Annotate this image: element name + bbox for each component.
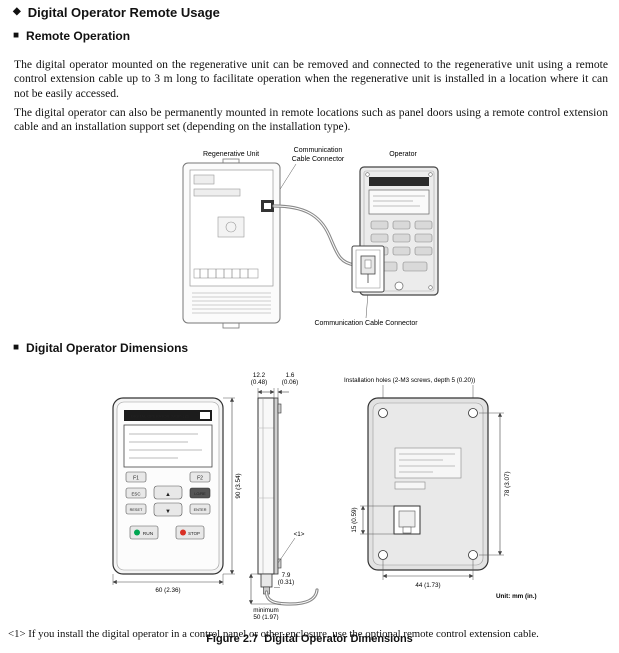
back-view: Installation holes (2-M3 screws, depth 5…: [344, 377, 537, 600]
key-reset: [125, 503, 147, 515]
front-height-dimension: 90 (3.54): [235, 473, 242, 498]
side-depth-dimension-value: 12.2: [253, 372, 266, 379]
key-run-label: RUN: [143, 531, 154, 537]
operator-header-bar: [124, 410, 212, 421]
key-lore: [189, 487, 211, 499]
run-indicator-icon: [134, 529, 140, 536]
remote-operation-paragraph-1: The digital operator mounted on the rege…: [14, 57, 608, 101]
key-stop: [175, 525, 205, 540]
minimum-clearance-value: 50 (1.97): [253, 614, 278, 620]
key-f2: [189, 471, 211, 483]
extension-cable: [272, 204, 357, 267]
key-reset-label: RESET: [130, 508, 143, 512]
key-run: [129, 525, 159, 540]
comm-cable-connector-bottom-label: Communication Cable Connector: [314, 320, 418, 327]
comm-cable-connector-top-label-line1: Communication: [294, 147, 343, 154]
mounting-hole-top-left: [378, 408, 388, 418]
dimensions-heading: ■ Digital Operator Dimensions: [13, 341, 188, 355]
key-f1-label: F1: [133, 476, 139, 482]
key-f2-label: F2: [197, 476, 203, 482]
page-title: ◆ Digital Operator Remote Usage: [13, 5, 220, 20]
operator-comm-connector-detail: [351, 245, 385, 293]
regenerative-unit-drawing: [182, 158, 281, 329]
operator-display: [123, 424, 213, 468]
up-arrow-icon: ▲: [165, 492, 171, 498]
side-connector: [260, 573, 273, 588]
down-arrow-icon: ▼: [165, 509, 171, 515]
key-esc-label: ESC: [131, 491, 140, 496]
mounting-hole-bottom-left: [378, 550, 388, 560]
side-panel-dimension-value: 1.6: [286, 372, 295, 379]
connector-depth-dimension-inches: (0.31): [278, 579, 294, 586]
side-panel-dimension-inches: (0.06): [282, 379, 298, 386]
minimum-clearance-label: minimum: [253, 607, 279, 614]
installation-holes-label: Installation holes (2-M3 screws, depth 5…: [344, 377, 475, 384]
connector-depth-dimension-value: 7.9: [282, 572, 291, 579]
remote-operation-heading: ■ Remote Operation: [13, 29, 130, 43]
key-up: [153, 485, 183, 500]
footnote: <1> If you install the digital operator …: [8, 627, 539, 640]
side-view: 12.2 (0.48) 1.6 (0.06) <1> 7.9 (0.31) mi…: [248, 372, 319, 620]
dimensions-diagram: DIGITAL OPERATOR JVOP-180 F1 F2 ESC ▲ LO…: [112, 372, 537, 620]
page-title-text: Digital Operator Remote Usage: [27, 5, 220, 20]
operator-label: Operator: [389, 151, 417, 158]
remote-usage-diagram: Regenerative Unit Communication Cable Co…: [182, 147, 439, 329]
front-width-dimension: 60 (2.36): [155, 587, 180, 594]
mounting-hole-bottom-right: [468, 550, 478, 560]
comm-cable-connector-top-label-line2: Cable Connector: [292, 156, 345, 163]
dimensions-heading-text: Digital Operator Dimensions: [26, 341, 189, 355]
mounting-hole-top-right: [468, 408, 478, 418]
figure-caption: Figure 2.7 Digital Operator Dimensions: [206, 633, 413, 645]
key-lore-label: LO/RE: [194, 492, 206, 496]
key-f1: [125, 471, 147, 483]
operator-header-text: DIGITAL OPERATOR JVOP-180: [131, 414, 190, 419]
regenerative-unit-label: Regenerative Unit: [203, 151, 259, 158]
footnote-reference: <1>: [294, 531, 305, 538]
key-stop-label: STOP: [188, 531, 200, 536]
key-down: [153, 502, 183, 517]
front-view: DIGITAL OPERATOR JVOP-180 F1 F2 ESC ▲ LO…: [112, 397, 242, 594]
nameplate-label: [394, 447, 462, 479]
diamond-bullet-icon: ◆: [13, 6, 21, 17]
back-connector-dimension: 15 (0.59): [351, 507, 358, 532]
back-width-dimension: 44 (1.73): [415, 582, 440, 589]
leader-line-bottom: [365, 292, 369, 319]
stop-indicator-icon: [180, 529, 186, 536]
key-esc: [125, 487, 147, 499]
key-enter-label: ENTER: [194, 508, 207, 512]
unit-note: Unit: mm (in.): [496, 593, 537, 600]
back-height-dimension: 78 (3.07): [504, 471, 511, 496]
square-bullet-icon: ■: [13, 341, 20, 353]
key-enter: [189, 503, 211, 515]
side-depth-dimension-inches: (0.48): [251, 379, 267, 386]
square-bullet-icon: ■: [13, 29, 20, 41]
remote-operation-heading-text: Remote Operation: [26, 29, 131, 43]
remote-operation-paragraph-2: The digital operator can also be permane…: [14, 105, 608, 134]
